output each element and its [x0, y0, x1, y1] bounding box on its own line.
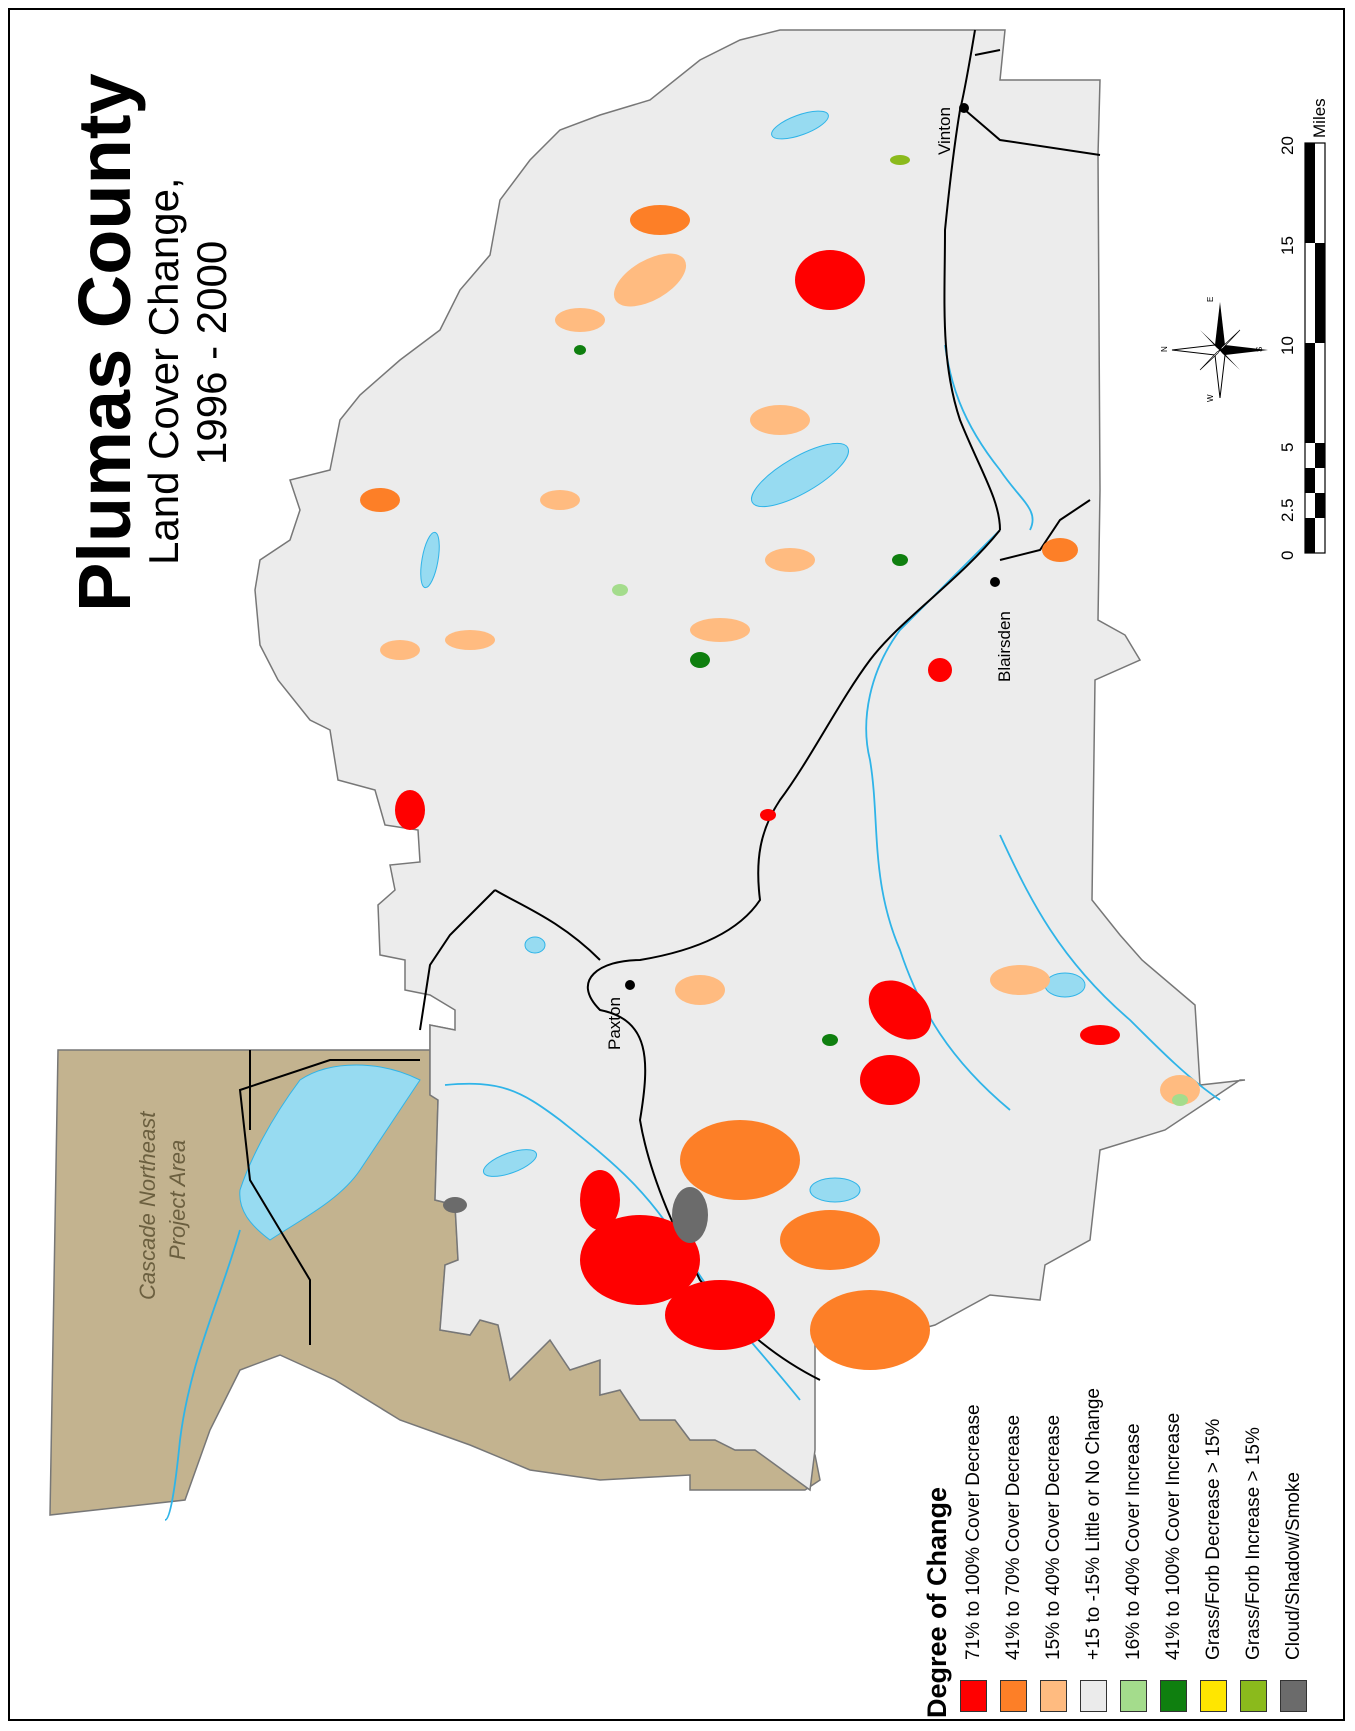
project-area-label-1: Cascade Northeast [135, 1111, 160, 1300]
legend-label: 41% to 70% Cover Decrease [1003, 1414, 1024, 1660]
compass-w-label: W [1206, 394, 1215, 402]
scale-tick-label: 5 [1278, 442, 1297, 452]
town-label-paxton: Paxton [605, 997, 624, 1050]
map-years: 1996 - 2000 [188, 240, 235, 465]
scale-unit-label: Miles [1310, 98, 1329, 138]
legend-title: Degree of Change [922, 1486, 952, 1718]
town-label-vinton: Vinton [935, 107, 954, 155]
legend-label: 41% to 100% Cover Increase [1163, 1412, 1184, 1660]
scale-tick-label: 2.5 [1278, 498, 1297, 522]
scale-tick-label: 10 [1278, 336, 1297, 355]
legend-swatch [1080, 1680, 1107, 1712]
town-point-blairsden [990, 577, 1000, 587]
legend-label: Grass/Forb Increase > 15% [1243, 1427, 1264, 1660]
scale-tick-label: 15 [1278, 236, 1297, 255]
legend-swatch [1240, 1680, 1267, 1712]
town-point-paxton [625, 980, 635, 990]
change-patches [360, 155, 1200, 1370]
legend-label: 15% to 40% Cover Decrease [1043, 1414, 1064, 1660]
legend-swatch [1040, 1680, 1067, 1712]
scale-tick-label: 0 [1278, 550, 1297, 560]
legend-swatch [1280, 1680, 1307, 1712]
town-points [625, 103, 1000, 990]
map-subtitle: Land Cover Change, [140, 177, 187, 565]
compass-s-label: S [1255, 346, 1264, 352]
compass-n-label: N [1160, 346, 1169, 352]
legend-label: Grass/Forb Decrease > 15% [1203, 1418, 1224, 1660]
scale-bar [1304, 142, 1326, 554]
town-point-vinton [959, 103, 969, 113]
legend-label: +15 to -15% Little or No Change [1083, 1388, 1104, 1660]
compass-e-label: E [1206, 296, 1215, 302]
legend-swatch [960, 1680, 987, 1712]
north-arrow-icon [1171, 302, 1268, 399]
legend-label: 71% to 100% Cover Decrease [963, 1404, 984, 1660]
map-title: Plumas County [63, 73, 146, 612]
legend-swatch [1000, 1680, 1027, 1712]
legend-swatch [1160, 1680, 1187, 1712]
map-frame [8, 8, 1345, 1721]
legend-swatch [1120, 1680, 1147, 1712]
project-area-label-2: Project Area [165, 1139, 190, 1260]
county-shape [254, 29, 1246, 1492]
legend-label: 16% to 40% Cover Increase [1123, 1423, 1144, 1660]
town-label-blairsden: Blairsden [995, 611, 1014, 682]
scale-tick-label: 20 [1278, 136, 1297, 155]
legend-swatch [1200, 1680, 1227, 1712]
legend-label: Cloud/Shadow/Smoke [1283, 1472, 1304, 1660]
